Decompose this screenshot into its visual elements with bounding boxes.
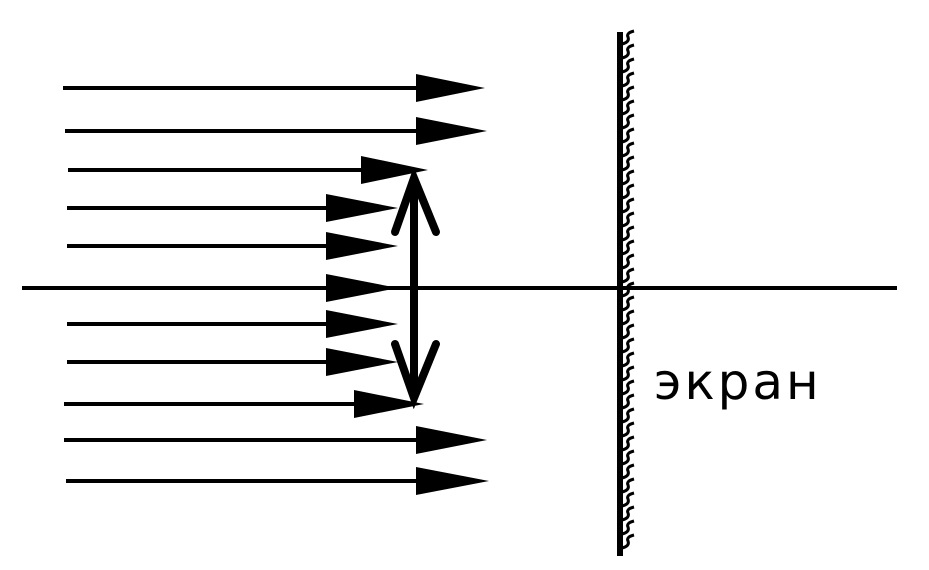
hatch-mark [621, 519, 635, 536]
hatch-mark [621, 239, 635, 256]
light-ray [64, 390, 424, 418]
hatch-mark [621, 323, 635, 340]
light-ray [64, 426, 487, 454]
hatch-mark [621, 253, 635, 270]
hatch-mark [621, 351, 635, 368]
light-rays [63, 74, 489, 495]
hatch-mark [621, 309, 635, 326]
light-ray [67, 232, 398, 260]
hatch-mark [621, 491, 635, 508]
hatch-mark [621, 463, 635, 480]
hatch-mark [621, 183, 635, 200]
hatch-mark [621, 533, 635, 550]
hatch-mark [621, 393, 635, 410]
light-ray [67, 310, 398, 338]
hatch-mark [621, 365, 635, 382]
hatch-mark [621, 85, 635, 102]
hatch-mark [621, 141, 635, 158]
hatch-mark [621, 449, 635, 466]
hatch-mark [621, 281, 635, 298]
hatch-mark [621, 127, 635, 144]
hatch-mark [621, 225, 635, 242]
hatch-mark [621, 337, 635, 354]
screen-label: экран [654, 353, 822, 411]
hatch-mark [621, 29, 635, 46]
light-ray [65, 117, 487, 145]
hatch-mark [621, 379, 635, 396]
hatch-mark [621, 435, 635, 452]
hatch-mark [621, 295, 635, 312]
hatch-mark [621, 113, 635, 130]
light-ray [63, 74, 485, 102]
converging-lens [391, 166, 440, 410]
hatch-mark [621, 71, 635, 88]
hatch-mark [621, 211, 635, 228]
hatch-mark [621, 155, 635, 172]
hatch-mark [621, 477, 635, 494]
hatch-mark [621, 421, 635, 438]
hatch-mark [621, 99, 635, 116]
hatch-mark [621, 267, 635, 284]
light-ray [67, 348, 398, 376]
screen-hatching [621, 29, 635, 550]
light-ray [68, 156, 428, 184]
hatch-mark [621, 197, 635, 214]
hatch-mark [621, 43, 635, 60]
screen [617, 29, 635, 556]
hatch-mark [621, 505, 635, 522]
hatch-mark [621, 57, 635, 74]
light-ray [66, 467, 489, 495]
light-ray [67, 194, 398, 222]
hatch-mark [621, 407, 635, 424]
light-ray [326, 274, 398, 302]
hatch-mark [621, 169, 635, 186]
